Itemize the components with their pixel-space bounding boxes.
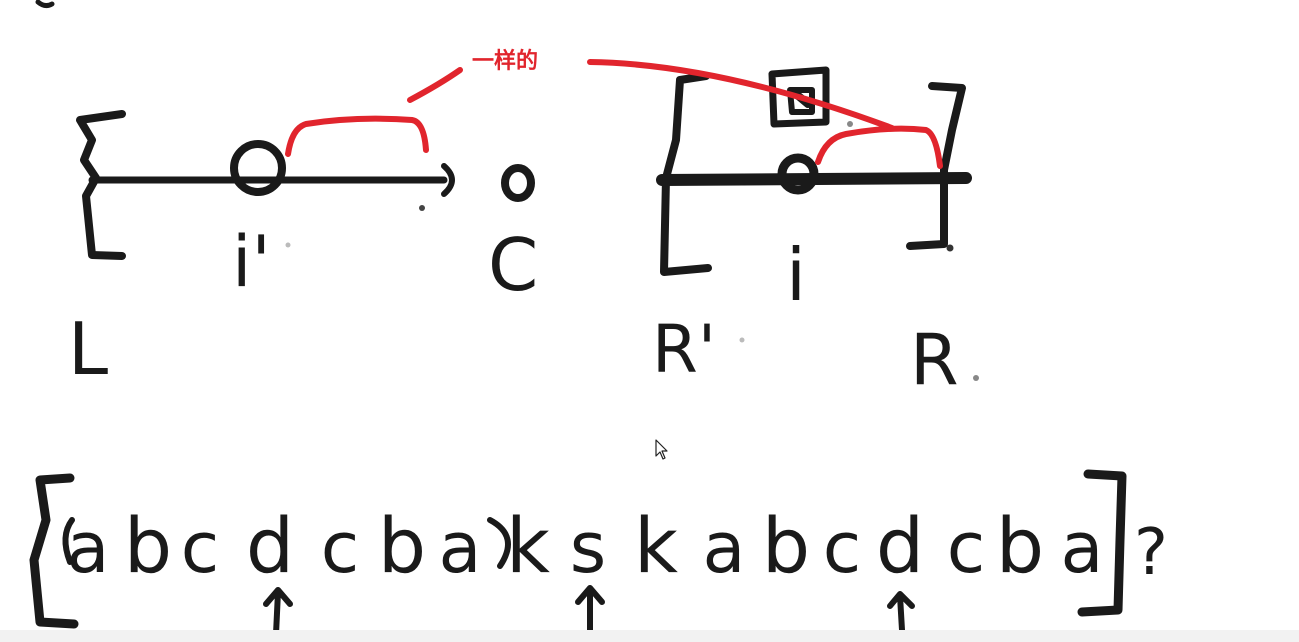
arrow-up-center xyxy=(575,585,605,633)
right-right-bracket xyxy=(906,82,966,250)
stray-mark xyxy=(35,0,55,9)
left-brace xyxy=(285,115,429,157)
string-first-char-ring xyxy=(62,517,75,565)
string-char: d xyxy=(246,501,294,590)
right-boundary-label: R xyxy=(910,319,959,401)
left-bracket xyxy=(76,110,126,260)
string-char: c xyxy=(181,507,220,589)
arrow-up-left xyxy=(263,587,293,637)
arrow-up-right xyxy=(887,591,915,633)
dot-mark xyxy=(847,121,853,127)
string-char: b xyxy=(124,501,172,590)
string-char: k xyxy=(634,501,678,590)
index-i-label: i xyxy=(786,233,806,317)
string-char: c xyxy=(947,507,986,589)
string-char: a xyxy=(703,507,746,589)
string-char: s xyxy=(570,507,606,589)
point-i-circle xyxy=(777,153,819,195)
right-left-bracket xyxy=(660,72,712,276)
string-char: c xyxy=(823,507,862,589)
annotation-text: 一样的 xyxy=(472,48,538,74)
string-char: a xyxy=(67,507,110,589)
dot-mark xyxy=(419,205,425,211)
center-label: C xyxy=(488,223,538,307)
string-char: d xyxy=(876,501,924,590)
string-center-ring xyxy=(487,517,511,569)
cursor-icon xyxy=(655,439,668,460)
string-char: b xyxy=(996,501,1044,590)
right-brace xyxy=(815,125,943,169)
string-left-bracket xyxy=(29,473,79,629)
string-char: b xyxy=(762,501,810,590)
string-char: c xyxy=(321,507,360,589)
mirror-point-circle xyxy=(230,140,286,196)
dot-mark xyxy=(739,337,745,343)
inner-box xyxy=(768,66,830,128)
bottom-edge-bar xyxy=(0,630,1299,642)
string-char: b xyxy=(378,501,426,590)
center-point-circle xyxy=(501,164,535,202)
mirror-right-label: R' xyxy=(652,311,716,388)
left-boundary-label: L xyxy=(68,307,108,391)
string-char: a xyxy=(439,507,482,589)
left-connector xyxy=(407,67,463,103)
string-right-bracket xyxy=(1077,469,1127,617)
right-connector xyxy=(587,59,895,131)
string-char: k xyxy=(506,501,550,590)
dot-mark xyxy=(973,375,979,381)
string-char: a xyxy=(1061,507,1104,589)
dot-mark xyxy=(285,242,291,248)
right-diagram xyxy=(656,66,979,381)
left-diagram xyxy=(76,110,535,260)
left-line-end xyxy=(441,163,455,197)
inner-box-inner xyxy=(787,87,815,115)
red-annotation: 一样的 xyxy=(285,48,943,169)
string-suffix: ? xyxy=(1134,516,1168,590)
mirror-index-label: i' xyxy=(232,221,271,303)
dot-mark xyxy=(946,244,954,252)
